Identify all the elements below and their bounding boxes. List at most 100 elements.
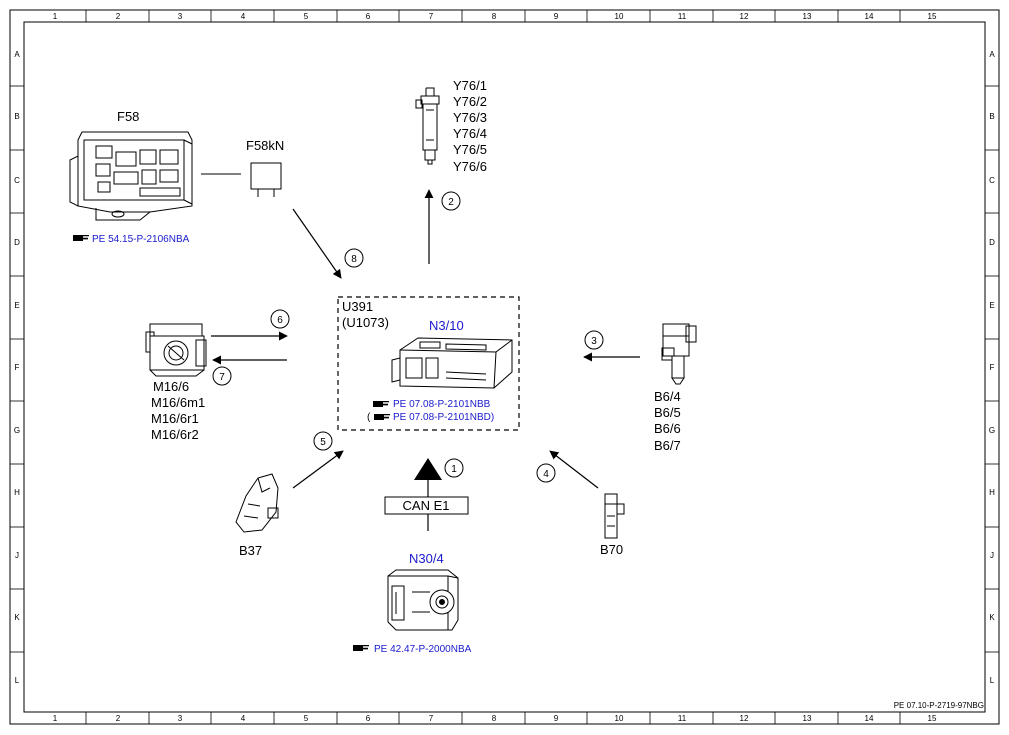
b70-label: B70 xyxy=(600,542,623,557)
grid-col-label: 14 xyxy=(865,714,874,723)
arrow-from-pedal xyxy=(292,450,344,489)
grid-row-label: F xyxy=(990,363,995,372)
grid-col-label: 12 xyxy=(740,12,749,21)
can-bus-box xyxy=(384,496,469,515)
grid-col-label: 2 xyxy=(116,714,121,723)
injector-illustration xyxy=(415,87,440,165)
grid-col-label: 4 xyxy=(241,714,246,723)
grid-row-label: A xyxy=(989,50,995,59)
injector-label-4: Y76/4 xyxy=(453,126,487,141)
arrow-from-b70 xyxy=(549,450,599,489)
can-bus-label: CAN E1 xyxy=(403,498,450,513)
row-labels-left: A B C D E F G H J K L xyxy=(14,50,20,685)
reference-hand-icon xyxy=(373,401,389,407)
grid-col-label: 7 xyxy=(429,12,434,21)
injector-label-2: Y76/2 xyxy=(453,94,487,109)
grid-row-label: C xyxy=(989,176,995,185)
throttle-label-2: M16/6m1 xyxy=(151,395,205,410)
grid-row-label: K xyxy=(989,613,995,622)
connection-arrows xyxy=(211,189,640,531)
grid-col-label: 11 xyxy=(678,12,687,21)
reference-hand-icon xyxy=(374,414,390,420)
grid-row-label: L xyxy=(990,676,995,685)
grid-col-label: 10 xyxy=(615,12,624,21)
grid-col-label: 6 xyxy=(366,714,371,723)
badge-7-number: 7 xyxy=(219,372,225,383)
badge-7-circle xyxy=(212,366,232,386)
badge-3-number: 3 xyxy=(591,336,597,347)
badge-2-number: 2 xyxy=(448,197,454,208)
camshaft-sensor-illustration xyxy=(661,323,697,385)
arrow-from-relay xyxy=(292,208,342,279)
throttle-label-1: M16/6 xyxy=(153,379,189,394)
badge-5-number: 5 xyxy=(320,437,326,448)
grid-row-label: J xyxy=(15,551,19,560)
grid-col-label: 13 xyxy=(803,714,812,723)
grid-col-label: 7 xyxy=(429,714,434,723)
badge-5-circle xyxy=(313,431,333,451)
badge-8-circle xyxy=(344,248,364,268)
ecu-group-line1: U391 xyxy=(342,299,373,314)
crankshaft-sensor-illustration xyxy=(604,493,625,539)
grid-row-label: H xyxy=(989,488,995,497)
badge-6-number: 6 xyxy=(277,315,283,326)
b6-label-2: B6/5 xyxy=(654,405,681,420)
grid-row-label: B xyxy=(989,112,994,121)
injector-label-6: Y76/6 xyxy=(453,159,487,174)
badge-1-circle xyxy=(444,458,464,478)
grid-col-label: 9 xyxy=(554,714,559,723)
esp-label: N30/4 xyxy=(409,551,444,566)
relay-illustration xyxy=(250,162,282,197)
esp-ref-link[interactable]: PE 42.47-P-2000NBA xyxy=(374,644,472,655)
grid-row-label: G xyxy=(989,426,995,435)
reference-hand-icon xyxy=(353,645,369,651)
grid-col-label: 15 xyxy=(928,12,937,21)
grid-col-label: 3 xyxy=(178,714,183,723)
esp-control-unit-illustration xyxy=(387,569,459,631)
injector-label-1: Y76/1 xyxy=(453,78,487,93)
ecu-label: N3/10 xyxy=(429,318,464,333)
throttle-valve-illustration xyxy=(145,323,207,377)
badge-4-number: 4 xyxy=(543,469,549,480)
grid-col-label: 14 xyxy=(865,12,874,21)
connection-number-badges xyxy=(212,191,604,483)
grid-col-label: 8 xyxy=(492,714,497,723)
grid-col-label: 11 xyxy=(678,714,687,723)
grid-col-label: 1 xyxy=(53,714,58,723)
grid-col-label: 5 xyxy=(304,12,309,21)
grid-row-label: E xyxy=(14,301,19,310)
grid-col-label: 15 xyxy=(928,714,937,723)
ecu-ref-link-2[interactable]: PE 07.08-P-2101NBD) xyxy=(393,412,494,423)
column-labels-bottom: 1 2 3 4 5 6 7 8 9 10 11 12 13 14 15 xyxy=(53,714,937,723)
badge-3-circle xyxy=(584,330,604,350)
grid-col-label: 4 xyxy=(241,12,246,21)
grid-row-label: H xyxy=(14,488,20,497)
f58-fuse-box-illustration xyxy=(69,131,193,221)
f58-label: F58 xyxy=(117,109,139,124)
badge-2-circle xyxy=(441,191,461,211)
ecu-ref-link-1[interactable]: PE 07.08-P-2101NBB xyxy=(393,399,491,410)
grid-row-label: K xyxy=(14,613,20,622)
badge-8-number: 8 xyxy=(351,254,357,265)
grid-row-label: C xyxy=(14,176,20,185)
b6-label-3: B6/6 xyxy=(654,421,681,436)
throttle-label-3: M16/6r1 xyxy=(151,411,199,426)
grid-row-label: G xyxy=(14,426,20,435)
grid-row-label: A xyxy=(14,50,20,59)
injector-label-3: Y76/3 xyxy=(453,110,487,125)
throttle-label-4: M16/6r2 xyxy=(151,427,199,442)
grid-row-label: J xyxy=(990,551,994,560)
ecu-group-boundary xyxy=(337,296,520,431)
f58-ref-link[interactable]: PE 54.15-P-2106NBA xyxy=(92,234,190,245)
b37-label: B37 xyxy=(239,543,262,558)
b6-label-1: B6/4 xyxy=(654,389,681,404)
grid-row-label: B xyxy=(14,112,19,121)
grid-col-label: 5 xyxy=(304,714,309,723)
grid-col-label: 3 xyxy=(178,12,183,21)
ecu-illustration xyxy=(391,337,513,389)
reference-hand-icon xyxy=(73,235,89,241)
accelerator-pedal-illustration xyxy=(235,473,279,533)
document-id: PE 07.10-P-2719-97NBG xyxy=(894,701,984,710)
b6-label-4: B6/7 xyxy=(654,438,681,453)
grid-col-label: 10 xyxy=(615,714,624,723)
